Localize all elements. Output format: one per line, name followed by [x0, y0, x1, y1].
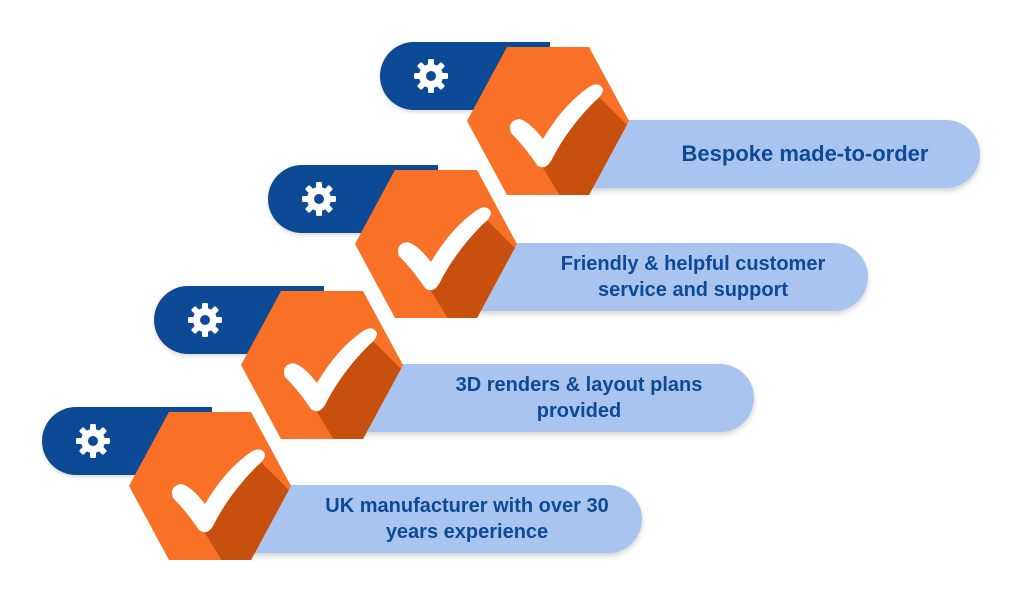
gear-icon [302, 182, 336, 216]
feature-item-3: 3D renders & layout plans provided [154, 286, 774, 446]
gear-icon [188, 303, 222, 337]
gear-icon [76, 424, 110, 458]
check-icon [129, 412, 291, 560]
feature-label: Bespoke made-to-order [681, 141, 929, 166]
gear-icon [414, 59, 448, 93]
feature-item-1: Bespoke made-to-order [380, 42, 1000, 202]
feature-label: Friendly & helpful customer service and … [560, 253, 826, 301]
feature-item-4: UK manufacturer with over 30 years exper… [42, 407, 662, 567]
feature-label: UK manufacturer with over 30 years exper… [325, 495, 609, 543]
feature-label: 3D renders & layout plans provided [455, 374, 703, 422]
feature-item-2: Friendly & helpful customer service and … [268, 165, 888, 325]
